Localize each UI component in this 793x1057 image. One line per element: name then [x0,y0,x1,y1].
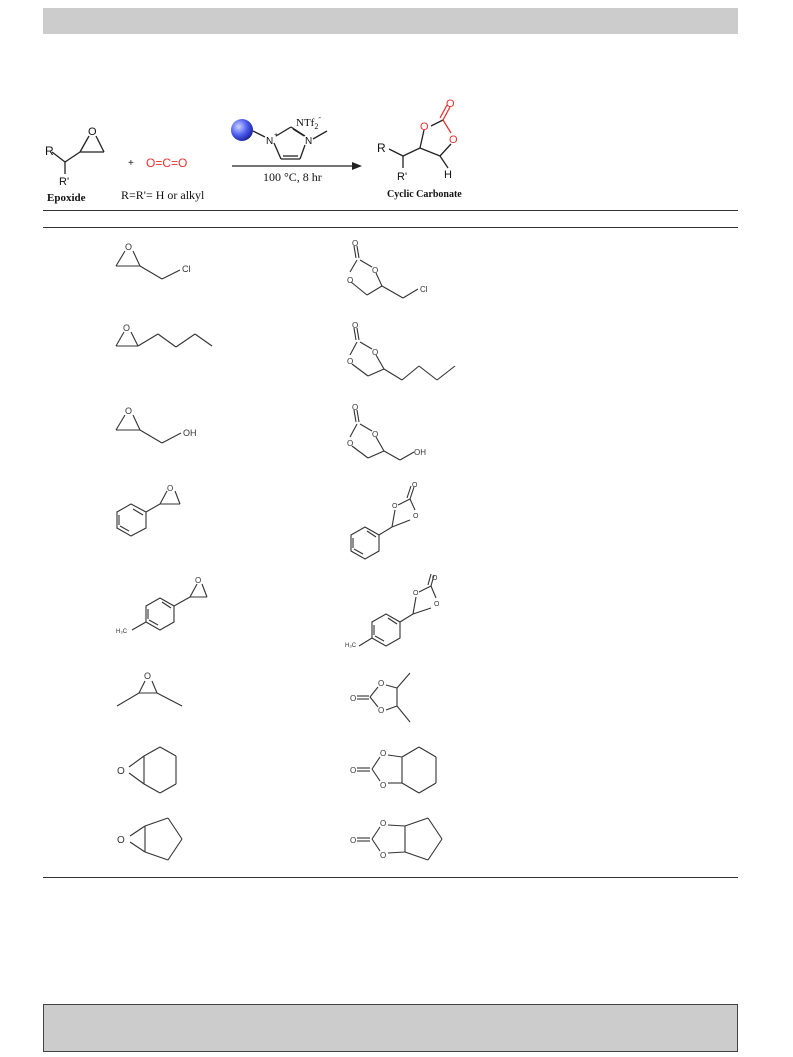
ring-oxygen: O [380,819,386,828]
epoxide-6: O [116,671,183,707]
carbonate-5: O O O H₃C [345,573,440,649]
carbonyl-oxygen: O [350,694,356,703]
product-atom-r: R [377,141,386,155]
carbonate-1: O O O Cl [347,239,428,299]
carbonate-6: O O O [350,672,411,723]
carbonate-5-substituent: H₃C [345,643,357,649]
table-row-7: O O O O [117,746,437,794]
n-atom-2: N [305,136,312,147]
counterion-label: NTf2- [296,113,321,131]
epoxide-5: O H₃C [116,576,208,635]
n-plus-charge: + [274,132,278,139]
carbonyl-oxygen: O [352,239,358,248]
epoxide-3-substituent: OH [183,428,197,438]
carbonyl-oxygen: O [352,321,358,330]
product-label: Cyclic Carbonate [387,189,462,200]
carbonyl-oxygen: O [352,403,358,412]
carbonate-product [388,104,452,169]
epoxide-5-substituent: H₃C [116,629,128,635]
table-bottom-rule [43,877,738,878]
co2-formula: O=C=O [146,156,187,170]
epoxide-oxygen: O [88,126,97,138]
reaction-conditions: 100 °C, 8 hr [263,170,322,184]
epoxide-oxygen: O [117,835,125,846]
ring-oxygen: O [413,513,419,520]
ring-oxygen: O [392,503,398,510]
ring-oxygen: O [413,590,419,597]
carbonyl-oxygen: O [350,766,356,775]
epoxide-7: O [117,746,177,794]
n-atom-1: N [266,136,273,147]
table-row-1: O Cl O O O Cl [115,239,428,299]
table-row-2: O O O O [115,321,456,381]
epoxide-oxygen: O [195,576,201,585]
atom-h: H [444,169,452,181]
table-row-5: O H₃C O O O H₃C [116,573,440,649]
ring-oxygen: O [380,749,386,758]
arrow-head [352,162,362,170]
epoxide-oxygen: O [125,242,132,252]
r-definition: R=R'= H or alkyl [121,188,205,202]
atom-r-prime: R' [59,176,69,188]
ring-oxygen: O [378,679,384,688]
footer-bar [43,1004,738,1052]
carbonate-4: O O O [350,482,419,560]
epoxide-3: O OH [115,406,197,444]
header-bar [43,8,738,34]
epoxide-oxygen: O [125,406,132,416]
ring-oxygen: O [372,348,378,357]
ring-oxygen-2: O [449,134,458,146]
carbonate-1-substituent: Cl [420,285,428,294]
carbonate-2: O O O [347,321,456,381]
table-row-4: O O O O [116,482,419,560]
epoxide-8: O [117,817,183,861]
epoxide-oxygen: O [117,766,125,777]
ring-oxygen: O [347,357,353,366]
epoxide-4: O [116,484,181,537]
atom-r: R [45,144,54,158]
carbonyl-oxygen: O [412,482,418,489]
carbonyl-oxygen: O [350,836,356,845]
epoxide-reactant [51,135,105,174]
ring-oxygen: O [380,851,386,860]
carbonate-3: O O O OH [347,403,426,461]
epoxide-1-substituent: Cl [182,264,191,274]
carbonate-8: O O O [350,817,443,861]
epoxide-1: O Cl [115,242,191,280]
product-atom-r-prime: R' [397,171,407,183]
carbonate-3-substituent: OH [414,448,426,457]
epoxide-oxygen: O [123,323,130,333]
carbonyl-oxygen: O [432,575,438,582]
table-row-3: O OH O O O OH [115,403,426,461]
ring-oxygen: O [380,781,386,790]
ring-oxygen-1: O [420,121,429,133]
table-top-rule [43,210,738,211]
ring-oxygen: O [372,430,378,439]
epoxide-oxygen: O [144,671,151,681]
ring-oxygen: O [378,706,384,715]
ring-oxygen: O [347,276,353,285]
polymer-support-sphere [231,119,253,141]
epoxide-oxygen: O [167,484,173,493]
carbonate-7: O O O [350,746,437,794]
carbonyl-oxygen: O [446,98,455,110]
table-row-6: O O O O [116,671,411,723]
plus-sign: + [128,158,134,169]
table-row-8: O O O O [117,817,443,861]
table-header-rule [43,227,738,228]
ring-oxygen: O [347,439,353,448]
reaction-scheme: R R' O Epoxide + O=C=O R=R'= H or alkyl … [45,98,462,204]
epoxide-2: O [115,323,213,348]
imidazolium-ring [252,126,328,160]
ring-oxygen: O [372,266,378,275]
epoxide-label: Epoxide [47,192,86,204]
ring-oxygen: O [434,601,440,608]
